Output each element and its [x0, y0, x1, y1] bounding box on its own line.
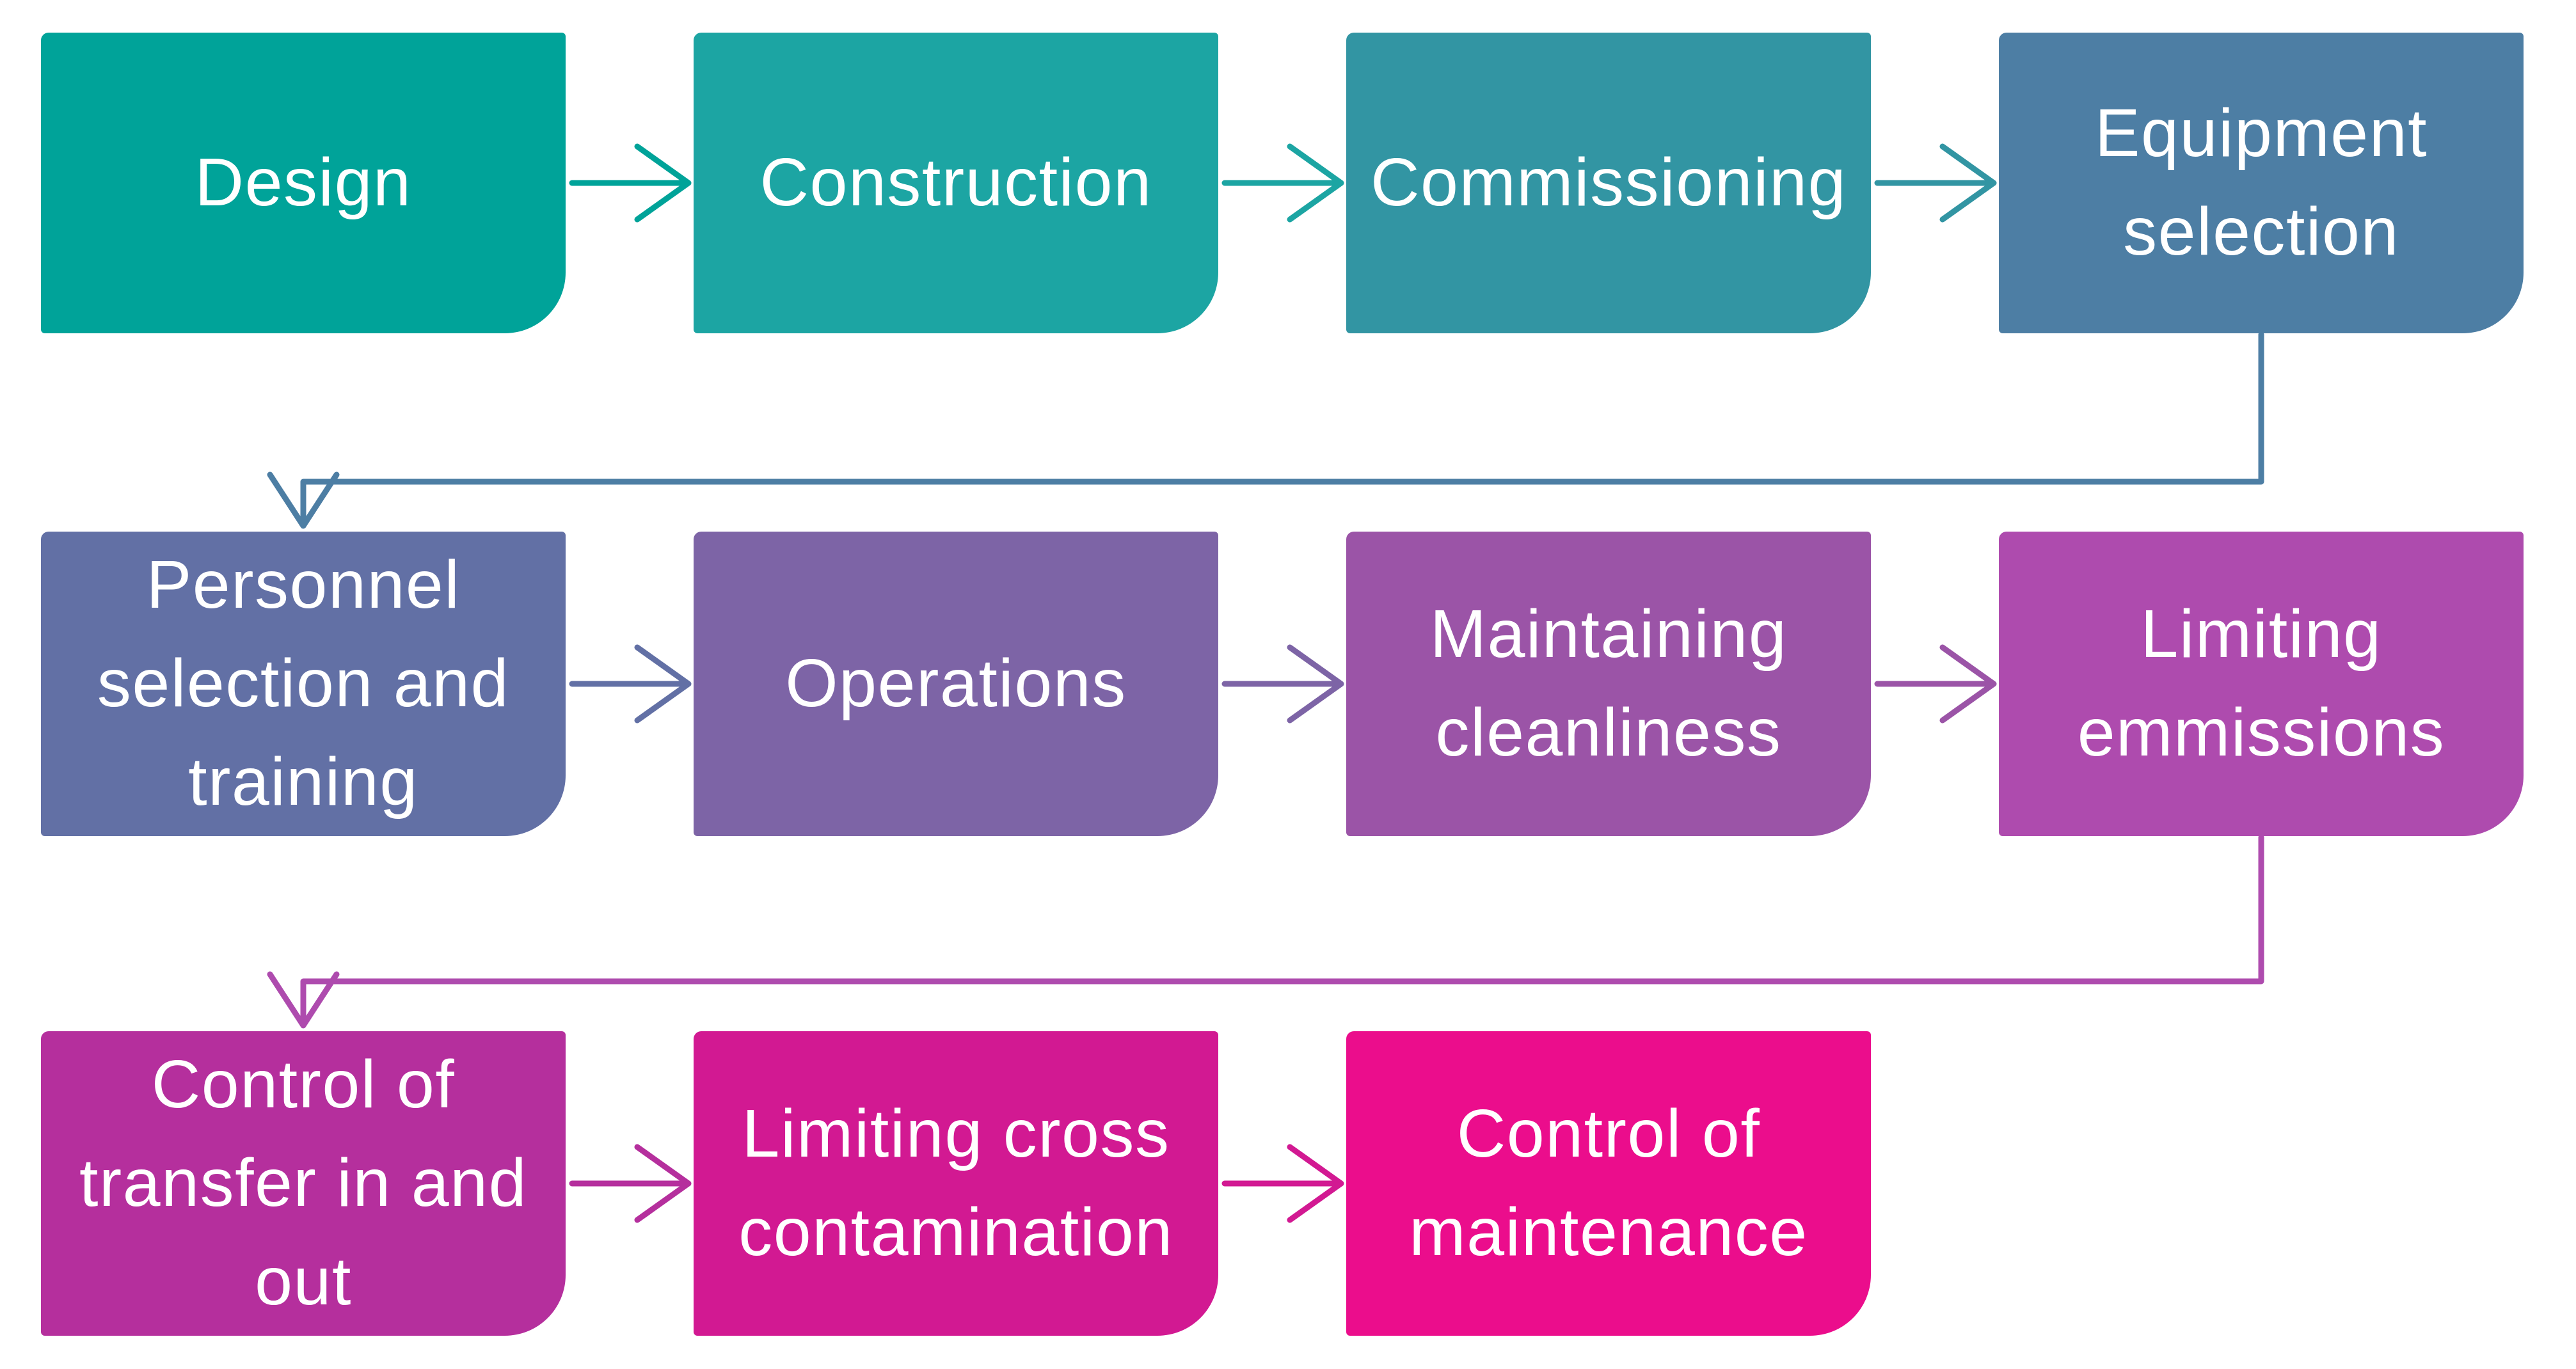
flow-step-operations: Operations — [694, 532, 1218, 836]
arrow-personnel-to-operations — [569, 644, 692, 724]
arrow-construction-to-commissioning — [1221, 143, 1344, 223]
flow-step-commissioning-label: Commissioning — [1370, 145, 1847, 221]
arrow-limiting-cross-to-control-of-maintenance — [1221, 1144, 1344, 1223]
arrow-control-of-transfer-to-limiting-cross — [569, 1144, 692, 1223]
arrow-design-to-construction — [569, 143, 692, 223]
flow-step-limiting-cross-contamination-label: Limiting cross contamination — [738, 1096, 1173, 1270]
flow-step-limiting-emmissions-label: Limiting emmissions — [2077, 596, 2445, 770]
flow-step-limiting-emmissions: Limiting emmissions — [1999, 532, 2524, 836]
flow-step-control-of-maintenance: Control of maintenance — [1346, 1031, 1871, 1336]
flow-step-equipment-selection-label: Equipment selection — [2094, 95, 2428, 269]
connector-equipment-selection-to-personnel — [267, 331, 2264, 529]
flow-step-personnel-selection-and-training: Personnel selection and training — [41, 532, 566, 836]
flow-step-design: Design — [41, 33, 566, 333]
flow-step-control-of-maintenance-label: Control of maintenance — [1409, 1096, 1808, 1270]
flow-step-maintaining-cleanliness-label: Maintaining cleanliness — [1429, 596, 1788, 770]
arrow-maintaining-cleanliness-to-limiting-emmissions — [1874, 644, 1997, 724]
flow-step-equipment-selection: Equipment selection — [1999, 33, 2524, 333]
flow-step-operations-label: Operations — [785, 645, 1127, 722]
flow-step-limiting-cross-contamination: Limiting cross contamination — [694, 1031, 1218, 1336]
flow-step-personnel-label: Personnel selection and training — [97, 547, 510, 819]
flow-step-commissioning: Commissioning — [1346, 33, 1871, 333]
flow-step-control-of-transfer: Control of transfer in and out — [41, 1031, 566, 1336]
flow-step-maintaining-cleanliness: Maintaining cleanliness — [1346, 532, 1871, 836]
connector-limiting-emmissions-to-control-of-transfer — [267, 834, 2264, 1029]
flow-step-control-of-transfer-label: Control of transfer in and out — [79, 1047, 528, 1319]
arrow-commissioning-to-equipment-selection — [1874, 143, 1997, 223]
flow-step-design-label: Design — [195, 145, 412, 221]
flow-step-construction-label: Construction — [759, 145, 1152, 221]
flow-step-construction: Construction — [694, 33, 1218, 333]
arrow-operations-to-maintaining-cleanliness — [1221, 644, 1344, 724]
